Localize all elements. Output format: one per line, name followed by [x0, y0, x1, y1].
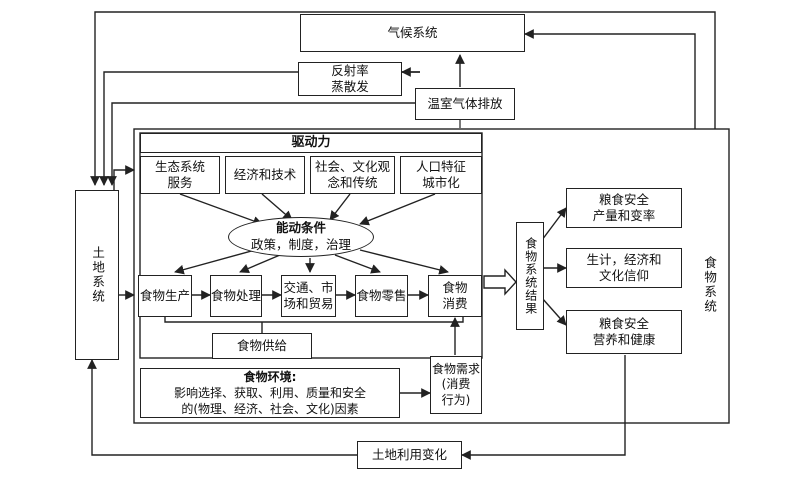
food-demand-box: 食物需求 (消费 行为) [430, 356, 482, 414]
ghg-emissions-box: 温室气体排放 [415, 88, 515, 120]
food-environment-title: 食物环境: [243, 369, 297, 384]
land-use-change-box: 土地利用变化 [357, 441, 462, 469]
food-environment-line1: 影响选择、获取、利用、质量和安全 [173, 385, 366, 400]
landuse-to-land-arrow [87, 359, 357, 456]
food-environment-line2: 的(物理、经济、社会、文化)因素 [181, 402, 359, 417]
food-to-climate-arrow [524, 29, 696, 129]
food-supply-box: 食物供给 [212, 333, 312, 359]
driver-economy-technology: 经济和技术 [225, 156, 305, 194]
land-to-ghg-line [107, 102, 415, 186]
loop-food-to-land-arrow [90, 11, 716, 186]
drivers-title: 驱动力 [140, 133, 482, 153]
food-consumption-box: 食物 消费 [428, 275, 482, 317]
driver-ecosystem-services: 生态系统 服务 [140, 156, 220, 194]
outcome-nutrition-health: 粮食安全 营养和健康 [566, 310, 682, 354]
enabling-conditions-title: 能动条件 [275, 220, 326, 236]
enabling-conditions-subtitle: 政策，制度，治理 [250, 237, 351, 252]
food-processing-box: 食物处理 [210, 275, 262, 317]
food-system-outcomes-box: 食物系统结果 [516, 222, 544, 330]
driver-social-culture: 社会、文化观 念和传统 [310, 156, 395, 194]
albedo-evapotranspiration-box: 反射率 蒸散发 [298, 62, 402, 96]
land-system-box: 土地系统 [75, 190, 119, 360]
outcome-food-security-yield: 粮食安全 产量和变率 [566, 188, 682, 228]
outcome-livelihood-culture: 生计，经济和 文化信仰 [566, 248, 682, 288]
food-environment-box: 食物环境: 影响选择、获取、利用、质量和安全 的(物理、经济、社会、文化)因素 [140, 368, 400, 418]
transport-market-trade-box: 交通、市 场和贸易 [281, 275, 336, 317]
food-system-label: 食物系统 [702, 256, 718, 314]
climate-system-box: 气候系统 [300, 14, 525, 52]
enabling-conditions-ellipse: 能动条件 政策，制度，治理 [228, 217, 374, 257]
food-retail-box: 食物零售 [355, 275, 408, 317]
outcome-to-landuse-arrow [461, 355, 626, 460]
land-to-drivers-arrow [113, 165, 135, 190]
food-system-frame [133, 128, 730, 424]
driver-demographics: 人口特征 城市化 [400, 156, 482, 194]
food-production-box: 食物生产 [138, 275, 192, 317]
